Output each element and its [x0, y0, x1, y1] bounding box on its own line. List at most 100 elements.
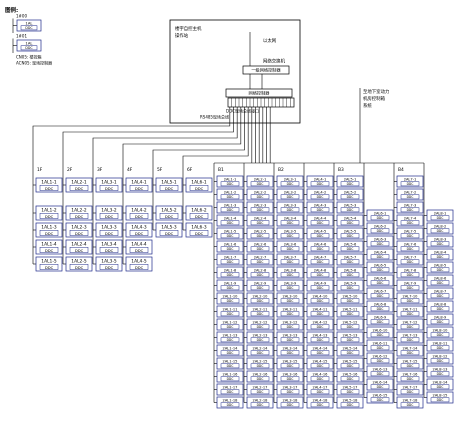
ddc-module [129, 185, 149, 191]
floor-column-1: 1F1AL1-1DDC1AL1-2DDC1AL1-3DDC1AL1-4DDC1A… [32, 107, 231, 272]
ddc-module [370, 397, 390, 403]
ddc-module-label: DDC [105, 249, 114, 253]
controller-box-frame [65, 177, 93, 193]
ddc-module [250, 350, 270, 356]
ddc-module [400, 246, 420, 252]
ddc-module-label: DDC [287, 299, 294, 303]
controller-label: 2AL8-7 [434, 289, 447, 293]
ddc-module-label: DDC [407, 182, 414, 186]
ddc-module-label: DDC [317, 182, 324, 186]
controller-label: 2AL4-16 [313, 372, 329, 376]
serial-server-label: 网络控制器 [249, 90, 271, 97]
controller-label: 1AL5-3 [161, 225, 177, 231]
ddc-module [280, 298, 300, 304]
ddc-module-label: DDC [227, 182, 234, 186]
ddc-module-label: DDC [347, 364, 354, 368]
controller-label: 2AL7-7 [404, 255, 417, 259]
controller-label: 2AL5-2 [344, 190, 357, 194]
ddc-module-label: DDC [437, 229, 444, 233]
ddc-module [400, 272, 420, 278]
legend-title: 图例: [5, 6, 18, 14]
controller-label: 2AL3-7 [284, 255, 297, 259]
controller-box-frame [35, 222, 63, 238]
ddc-module [159, 185, 179, 191]
controller-label: 2AL1-8 [224, 268, 237, 272]
controller-label: 2AL5-12 [343, 320, 358, 324]
ddc-module-label: DDC [317, 299, 324, 303]
controller-label: 2AL5-17 [343, 385, 358, 389]
ddc-module [250, 207, 270, 213]
controller-label: 2AL1-17 [223, 385, 238, 389]
ddc-module-label: DDC [407, 247, 414, 251]
controller-label: 2AL4-1 [314, 177, 327, 181]
controller-label: 2AL2-15 [253, 359, 268, 363]
ddc-module [430, 241, 450, 247]
ddc-module-label: DDC [407, 221, 414, 225]
ddc-module [370, 384, 390, 390]
controller-label: 2AL8-5 [434, 263, 447, 267]
ddc-module-label: DDC [257, 286, 264, 290]
controller-label: 2AL4-3 [314, 203, 327, 207]
ddc-module [310, 207, 330, 213]
controller-label: 2AL7-16 [403, 372, 419, 376]
controller-label: 2AL1-4 [224, 216, 237, 220]
ddc-module [129, 213, 149, 219]
ddc-module-label: DDC [347, 286, 354, 290]
controller-box-frame [35, 205, 63, 221]
ddc-module [99, 185, 119, 191]
controller-box-frame [35, 239, 63, 255]
ddc-module [310, 402, 330, 408]
controller-label: 2AL8-14 [433, 380, 449, 384]
ddc-module-label: DDC [257, 351, 264, 355]
controller-label: 2AL6-10 [373, 328, 389, 332]
ddc-module-label: DDC [287, 273, 294, 277]
ddc-module-label: DDC [105, 187, 114, 191]
ddc-module-label: DDC [407, 364, 414, 368]
ddc-module-label: DDC [377, 372, 384, 376]
field-bus-label: RS485现场总线 [200, 114, 229, 120]
controller-label: 2AL4-12 [313, 320, 328, 324]
ddc-module [280, 272, 300, 278]
ddc-module [400, 298, 420, 304]
controller-label: 2AL4-15 [313, 359, 328, 363]
ddc-module [280, 194, 300, 200]
ddc-module [39, 230, 59, 236]
ddc-module-label: DDC [227, 312, 234, 316]
ddc-module [340, 207, 360, 213]
controller-box-frame [155, 177, 183, 193]
ddc-module [280, 259, 300, 265]
controller-label: 2AL1-6 [224, 242, 237, 246]
field-bus-line [32, 107, 231, 264]
basement-column-2: 2AL2-1DDC2AL2-2DDC2AL2-3DDC2AL2-4DDC2AL2… [243, 163, 274, 409]
controller-label: 2AL4-13 [313, 333, 328, 337]
center-subtitle: 操作站 [175, 32, 189, 39]
controller-label: 1AL3-3 [101, 225, 117, 231]
controller-box-frame [185, 222, 213, 238]
